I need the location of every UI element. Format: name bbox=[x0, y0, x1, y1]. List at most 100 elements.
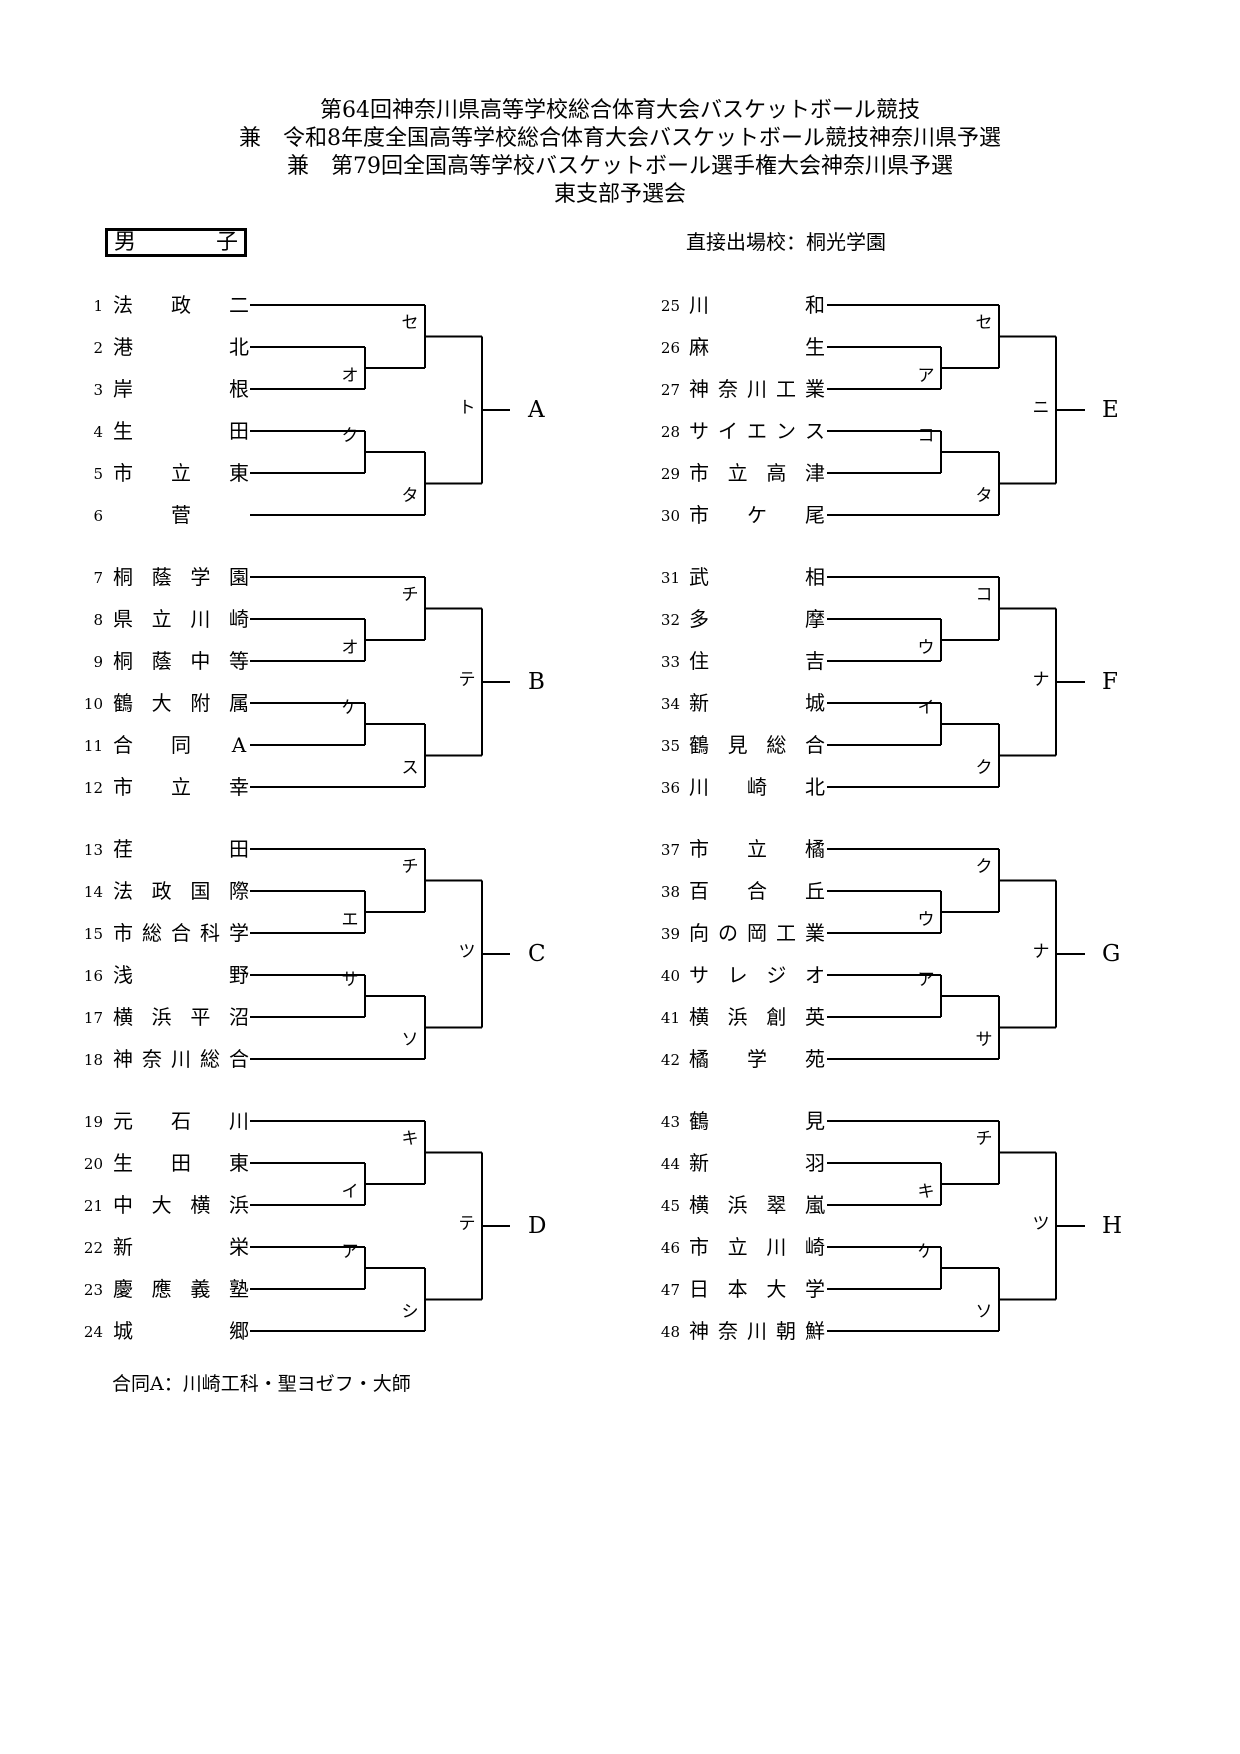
team-name-char: 嵐 bbox=[805, 1193, 825, 1217]
team-name: 神奈川工業 bbox=[688, 378, 826, 400]
team-name-char: 橘 bbox=[805, 837, 825, 861]
team-name-char: 政 bbox=[171, 293, 191, 317]
team-number: 45 bbox=[660, 1197, 680, 1215]
team-number: 3 bbox=[93, 381, 103, 399]
match-label-semi-bottom: シ bbox=[401, 1301, 419, 1322]
team-name-char: 合 bbox=[113, 733, 133, 757]
team-name-char: 尾 bbox=[805, 503, 825, 527]
team-number: 32 bbox=[660, 611, 680, 629]
team-name: 荏田 bbox=[112, 838, 250, 860]
team-name-char: 田 bbox=[229, 837, 249, 861]
team-number: 8 bbox=[93, 611, 103, 629]
match-label-quarter-bottom: サ bbox=[341, 970, 359, 990]
team-number: 48 bbox=[660, 1323, 680, 1341]
team-name-char: 野 bbox=[229, 963, 249, 987]
team-name-char: 工 bbox=[776, 377, 796, 401]
team-name-char: 附 bbox=[190, 691, 211, 715]
match-label-semi-top: チ bbox=[975, 1128, 993, 1149]
match-label-quarter-bottom: ク bbox=[341, 426, 359, 446]
team-number: 5 bbox=[93, 465, 103, 483]
team-name-char: の bbox=[718, 921, 738, 945]
team-name-char: 浜 bbox=[229, 1193, 249, 1217]
header-line-2: 兼 令和8年度全国高等学校総合体育大会バスケットボール競技神奈川県予選 bbox=[239, 126, 1001, 151]
team-name-char: 業 bbox=[805, 921, 825, 945]
team-name-char: 日 bbox=[689, 1277, 709, 1301]
team-name-char: 崎 bbox=[747, 775, 767, 799]
team-number: 2 bbox=[93, 339, 103, 357]
match-label-final: テ bbox=[458, 1214, 476, 1234]
team-number: 9 bbox=[93, 653, 103, 671]
team-number: 1 bbox=[93, 297, 103, 315]
match-label-semi-bottom: ス bbox=[401, 757, 419, 778]
team-name-char: 大 bbox=[151, 1193, 172, 1217]
team-name-char: 大 bbox=[151, 691, 172, 715]
team-number: 33 bbox=[660, 653, 680, 671]
match-label-semi-bottom: タ bbox=[975, 485, 993, 506]
team-name-char: 横 bbox=[689, 1193, 709, 1217]
team-name-char: 翠 bbox=[766, 1193, 787, 1217]
team-name: 市立高津 bbox=[688, 462, 826, 484]
team-name: 武相 bbox=[688, 566, 826, 588]
team-name-char: 学 bbox=[229, 921, 249, 945]
team-name: 慶應義塾 bbox=[112, 1278, 250, 1300]
team-name: 多摩 bbox=[688, 608, 826, 630]
team-name-char: 桐 bbox=[113, 565, 133, 589]
team-name-char: サ bbox=[689, 963, 709, 987]
match-label-quarter-bottom: コ bbox=[917, 426, 935, 446]
team-number: 7 bbox=[93, 569, 103, 587]
team-name-char: 見 bbox=[805, 1109, 825, 1133]
team-number: 35 bbox=[660, 737, 680, 755]
team-name-char: 鶴 bbox=[113, 691, 133, 715]
team-name: 神奈川朝鮮 bbox=[688, 1320, 826, 1342]
team-number: 13 bbox=[83, 841, 103, 859]
team-name: サイエンス bbox=[688, 420, 826, 442]
team-number: 30 bbox=[660, 507, 680, 525]
match-label-semi-top: チ bbox=[401, 856, 419, 877]
team-name-char: 和 bbox=[805, 293, 825, 317]
team-number: 16 bbox=[83, 967, 103, 985]
match-label-final: ト bbox=[458, 398, 476, 418]
header-line-1: 第64回神奈川県高等学校総合体育大会バスケットボール競技 bbox=[320, 98, 920, 123]
match-label-semi-top: コ bbox=[975, 584, 993, 605]
team-name-char: 沼 bbox=[229, 1005, 249, 1029]
team-number: 26 bbox=[660, 339, 680, 357]
block-letter: A bbox=[528, 397, 545, 423]
team-name-char: 住 bbox=[689, 649, 709, 673]
team-name-char: 城 bbox=[113, 1319, 133, 1343]
team-name-char: 神 bbox=[113, 1047, 133, 1071]
match-label-quarter-top: エ bbox=[341, 910, 359, 930]
team-number: 28 bbox=[660, 423, 680, 441]
team-name-char: 立 bbox=[171, 461, 191, 485]
team-name-char: 立 bbox=[171, 775, 191, 799]
team-name-char: 市 bbox=[113, 461, 133, 485]
team-name-char: 創 bbox=[766, 1005, 787, 1029]
team-name-char: 新 bbox=[689, 1151, 709, 1175]
team-name-char: 岡 bbox=[747, 921, 767, 945]
team-name-char: 栄 bbox=[229, 1235, 249, 1259]
team-number: 27 bbox=[660, 381, 680, 399]
team-name-char: 城 bbox=[805, 691, 825, 715]
team-name-char: 鶴 bbox=[689, 1109, 709, 1133]
team-name: 住吉 bbox=[688, 650, 826, 672]
team-name-char: 総 bbox=[142, 921, 162, 945]
team-name-char: 浅 bbox=[113, 963, 133, 987]
team-name-char: 新 bbox=[113, 1235, 133, 1259]
team-name-char: 摩 bbox=[805, 607, 825, 631]
match-label-final: ナ bbox=[1032, 942, 1050, 962]
team-name-char: 川 bbox=[229, 1109, 249, 1133]
match-label-semi-top: ク bbox=[975, 856, 993, 877]
team-number: 40 bbox=[660, 967, 680, 985]
team-number: 29 bbox=[660, 465, 680, 483]
team-name-char: 合 bbox=[805, 733, 825, 757]
match-label-quarter-top: ア bbox=[917, 366, 935, 386]
team-name-char: 向 bbox=[689, 921, 709, 945]
team-name-char: 塾 bbox=[229, 1277, 249, 1301]
team-name: 神奈川総合 bbox=[112, 1048, 250, 1070]
team-name: 橘学苑 bbox=[688, 1048, 826, 1070]
match-label-final: ツ bbox=[458, 942, 476, 962]
match-label-semi-bottom: サ bbox=[975, 1029, 993, 1050]
team-name-char: 大 bbox=[766, 1277, 787, 1301]
team-name: 港北 bbox=[112, 336, 250, 358]
team-name-char: 津 bbox=[805, 461, 825, 485]
team-name-char: 東 bbox=[229, 1151, 249, 1175]
